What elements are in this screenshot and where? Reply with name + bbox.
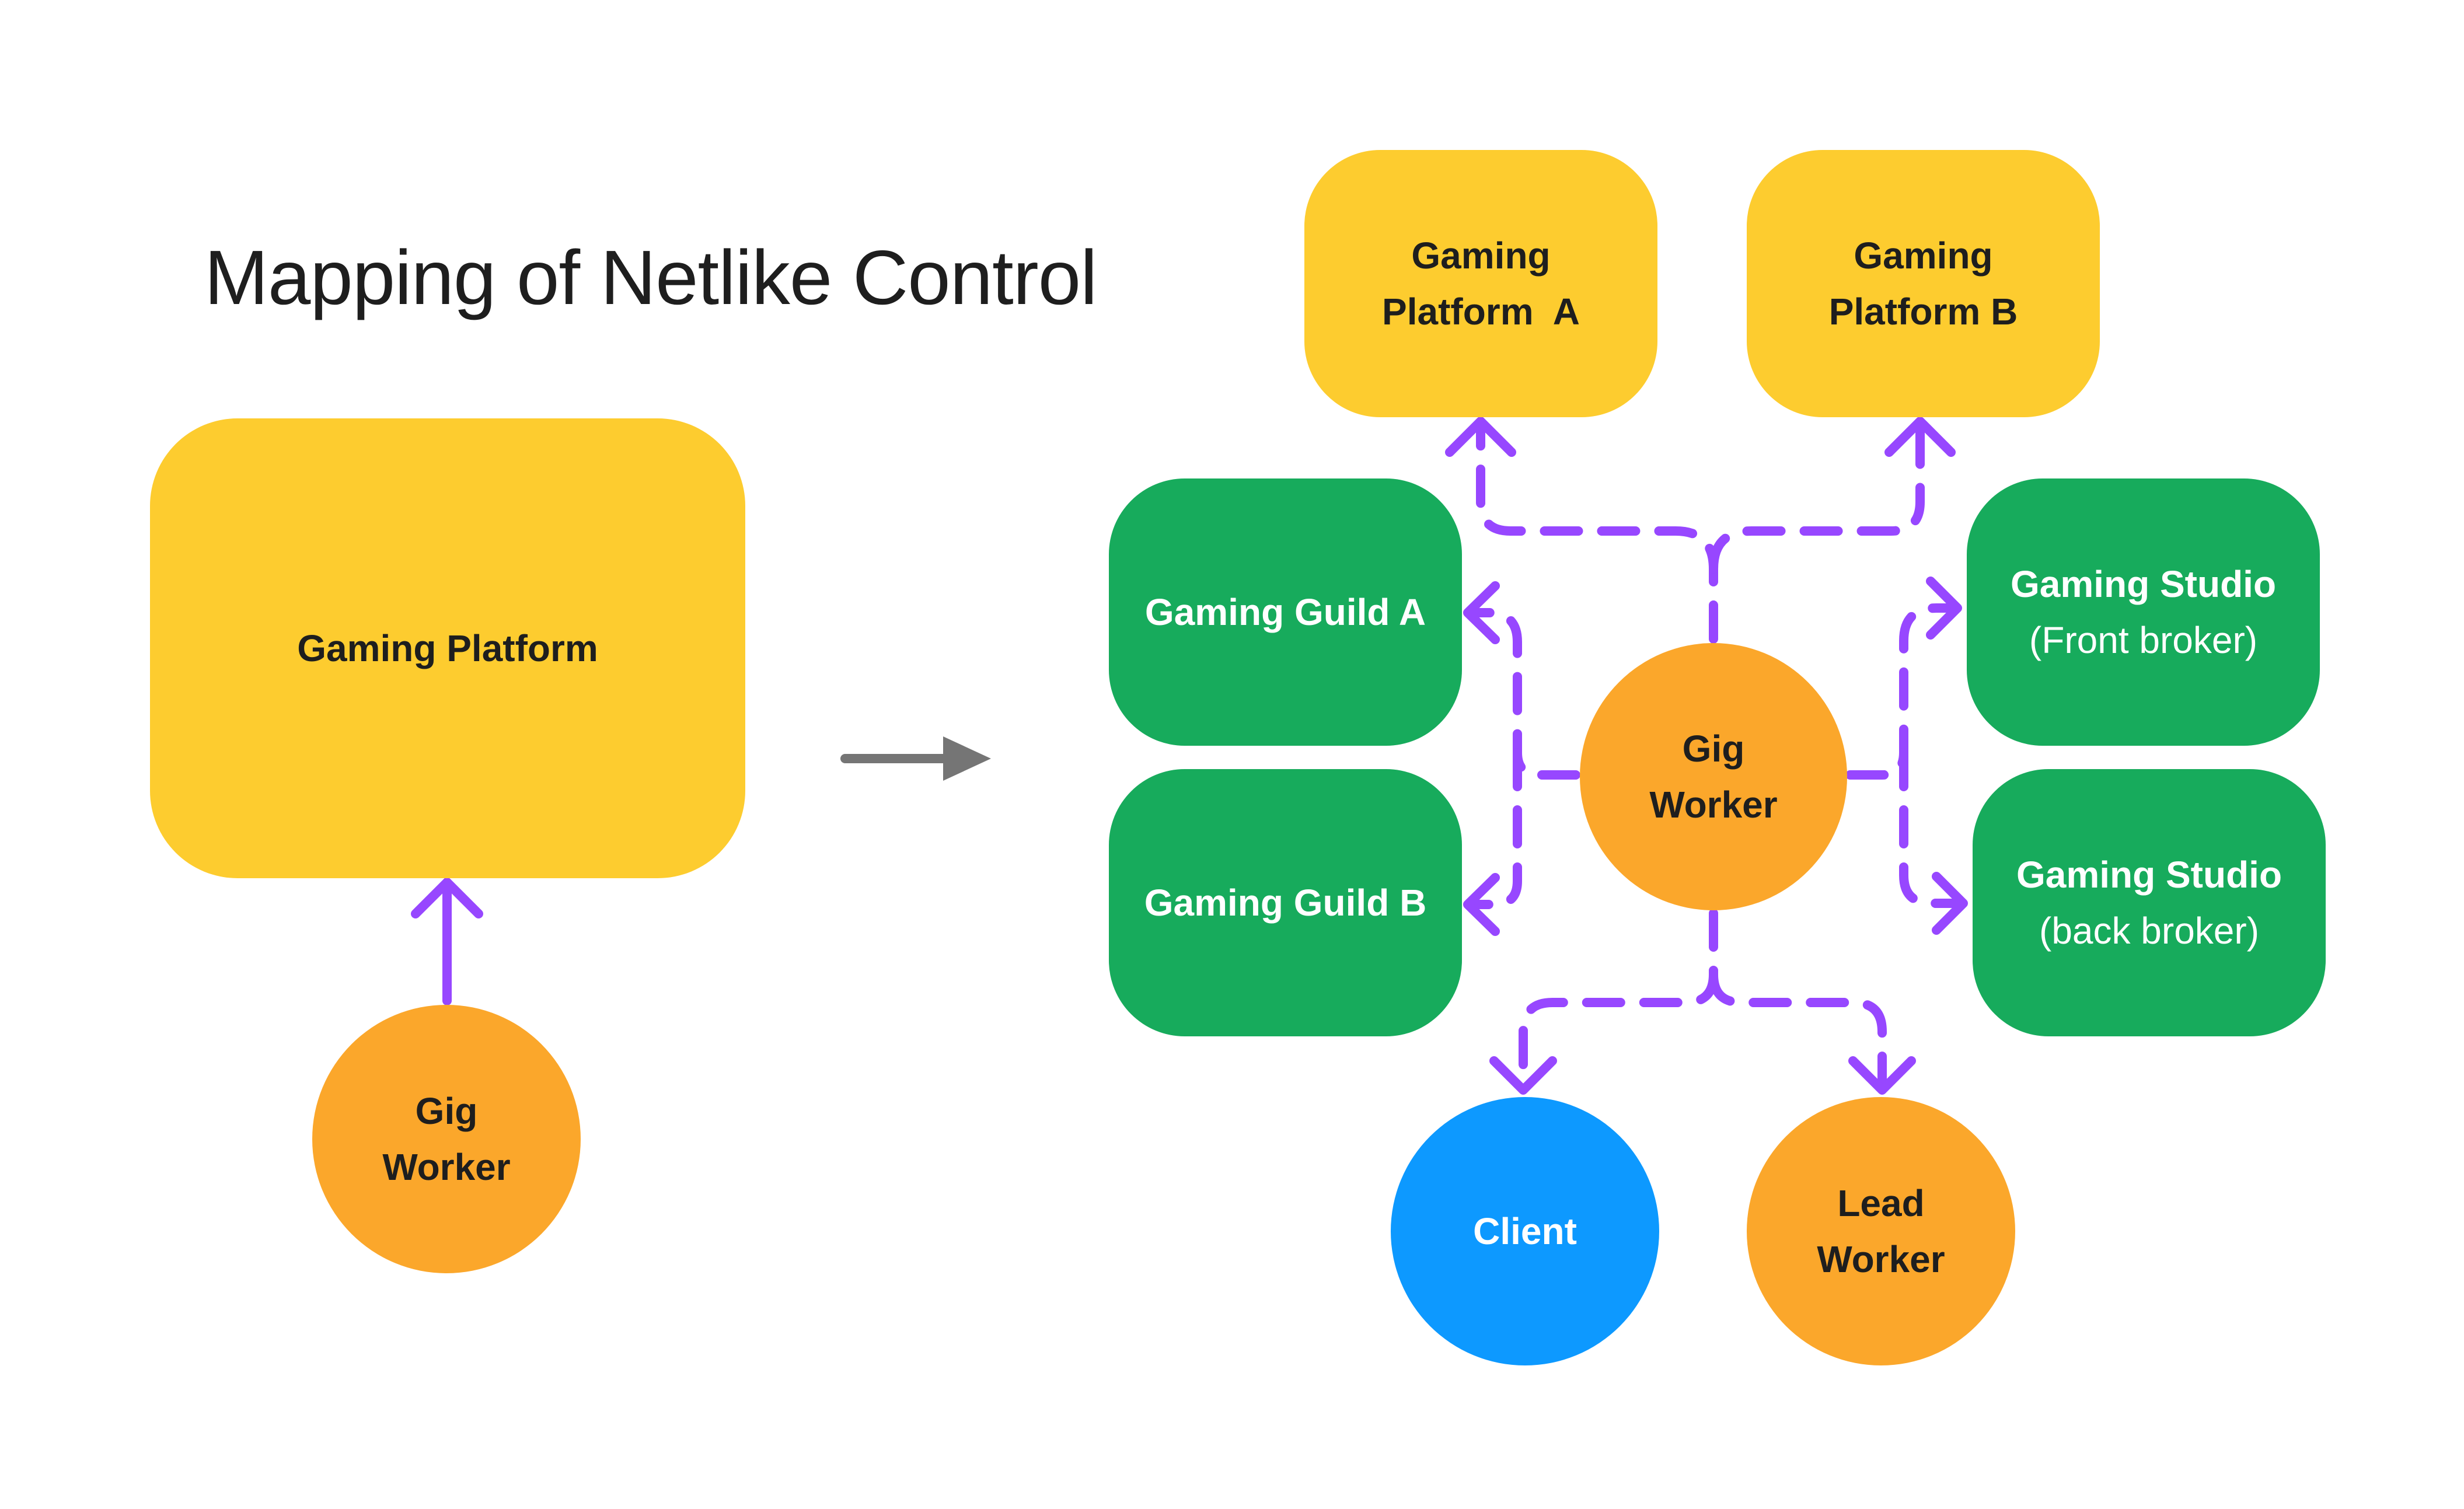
platform-a-label-line1: Gaming <box>1411 235 1551 277</box>
studio-back-label-line1: Gaming Studio <box>2016 854 2282 896</box>
gaming-platform-label: Gaming Platform <box>297 627 598 669</box>
center-worker-label-line1: Gig <box>1682 728 1745 770</box>
transition-arrow <box>840 736 991 781</box>
gig-worker-node-center: Gig Worker <box>1580 643 1847 910</box>
gig-worker-label-line1: Gig <box>415 1090 478 1132</box>
gaming-platform-b-node: Gaming Platform B <box>1747 150 2100 417</box>
gaming-studio-front-node: Gaming Studio (Front broker) <box>1967 478 2320 746</box>
studio-back-label-line2: (back broker) <box>2039 910 2259 952</box>
gaming-guild-b-node: Gaming Guild B <box>1109 769 1462 1036</box>
platform-a-label-line2: Platform A <box>1382 291 1580 333</box>
left-connector-arrow <box>411 878 483 1005</box>
guild-b-label: Gaming Guild B <box>1144 882 1427 924</box>
connector-to-guilds <box>1463 581 1580 936</box>
page-title: Mapping of Netlike Control <box>204 235 1097 320</box>
lead-worker-node: Lead Worker <box>1747 1097 2015 1365</box>
gaming-studio-back-node: Gaming Studio (back broker) <box>1973 769 2326 1036</box>
gaming-platform-a-node: Gaming Platform A <box>1304 150 1657 417</box>
gaming-guild-a-node: Gaming Guild A <box>1109 478 1462 746</box>
platform-b-label-line2: Platform B <box>1828 291 2018 333</box>
connector-to-platforms <box>1445 417 1956 644</box>
connector-to-studios <box>1845 577 1968 935</box>
client-node: Client <box>1391 1097 1659 1365</box>
guild-a-label: Gaming Guild A <box>1144 591 1426 633</box>
gig-worker-node-left: Gig Worker <box>312 1005 581 1273</box>
gig-worker-label-line2: Worker <box>382 1146 511 1188</box>
connector-to-client-and-lead <box>1489 909 1916 1095</box>
studio-front-label-line2: (Front broker) <box>2029 619 2258 661</box>
lead-worker-label-line1: Lead <box>1837 1182 1925 1224</box>
gaming-platform-node: Gaming Platform <box>150 418 745 878</box>
platform-b-label-line1: Gaming <box>1854 235 1993 277</box>
client-label: Client <box>1473 1210 1577 1252</box>
center-worker-label-line2: Worker <box>1649 784 1778 826</box>
lead-worker-label-line2: Worker <box>1817 1238 1945 1280</box>
studio-front-label-line1: Gaming Studio <box>2010 563 2277 605</box>
